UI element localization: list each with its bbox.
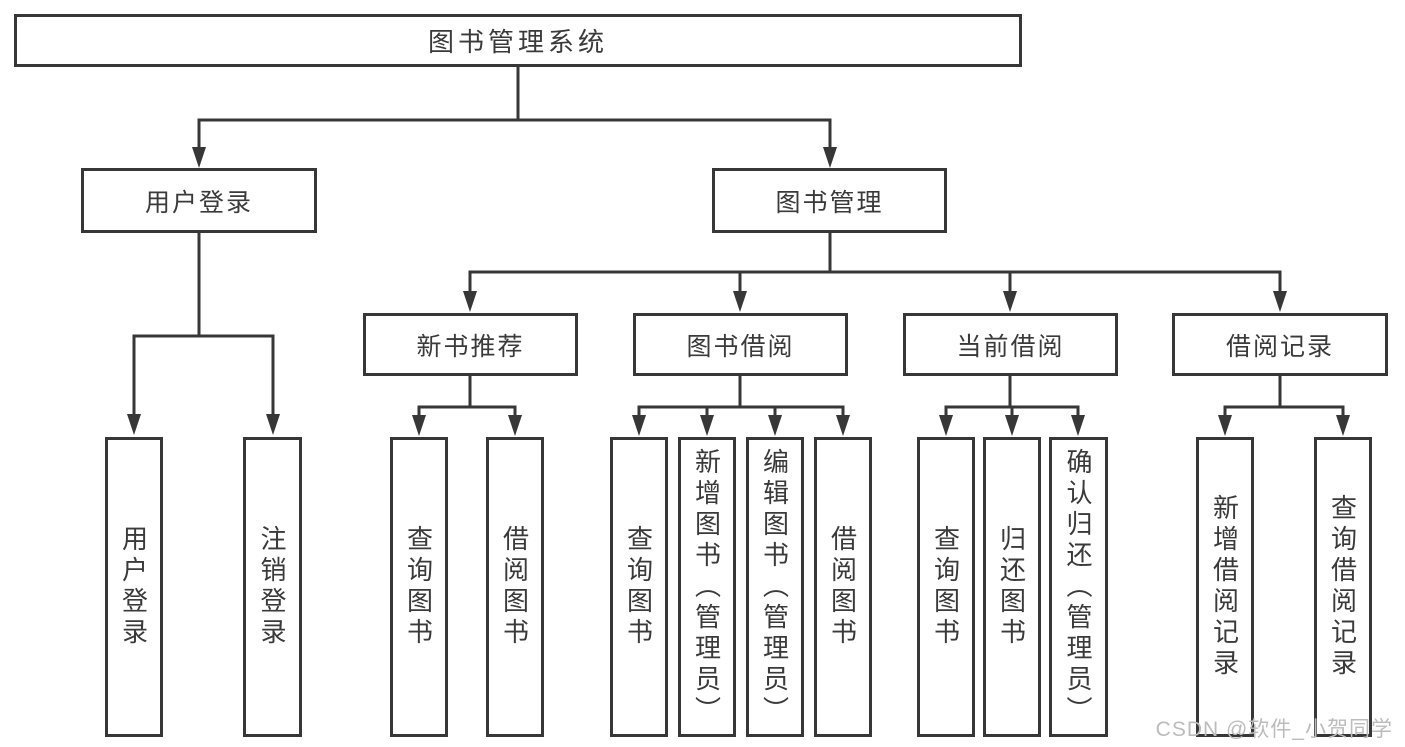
- node-label: 用户登录: [118, 525, 149, 649]
- node-label: 归还图书: [996, 525, 1027, 649]
- leaf-add-borrow-record: 新增借阅记录: [1196, 437, 1254, 737]
- node-label: 用户登录: [144, 188, 253, 217]
- node-label: 查询借阅记录: [1327, 494, 1358, 680]
- node-label: 图书管理: [775, 188, 884, 217]
- node-label: 注销登录: [257, 525, 287, 649]
- node-borrowing-records: 借阅记录: [1172, 313, 1388, 376]
- node-book-borrowing: 图书借阅: [633, 313, 848, 376]
- leaf-return-books: 归还图书: [983, 437, 1041, 737]
- leaf-query-books-borrowing: 查询图书: [610, 437, 668, 737]
- node-library-management-system: 图书管理系统: [14, 14, 1022, 67]
- node-label: 借阅记录: [1225, 332, 1334, 361]
- node-label: 图书管理系统: [427, 27, 608, 57]
- node-label: 借阅图书: [827, 525, 858, 649]
- node-user-login-branch: 用户登录: [81, 168, 317, 233]
- node-new-book-recommendation: 新书推荐: [363, 313, 578, 376]
- leaf-borrow-books-borrowing: 借阅图书: [814, 437, 872, 737]
- node-label: 查询图书: [623, 525, 654, 649]
- node-label: 图书借阅: [686, 332, 795, 361]
- node-label: 查询图书: [403, 525, 434, 649]
- node-label: 新增图书（管理员）: [691, 447, 722, 727]
- leaf-query-books-recommend: 查询图书: [390, 437, 448, 737]
- csdn-watermark: CSDN @软件_小贺同学: [1155, 718, 1393, 741]
- node-current-borrowing: 当前借阅: [903, 313, 1118, 376]
- leaf-edit-books-admin: 编辑图书（管理员）: [746, 437, 804, 737]
- node-book-management-branch: 图书管理: [712, 168, 947, 233]
- node-label: 新增借阅记录: [1209, 494, 1240, 680]
- leaf-query-books-current: 查询图书: [917, 437, 975, 737]
- node-label: 借阅图书: [499, 525, 530, 649]
- leaf-add-books-admin: 新增图书（管理员）: [678, 437, 736, 737]
- node-label: 当前借阅: [956, 332, 1065, 361]
- leaf-borrow-books-recommend: 借阅图书: [486, 437, 544, 737]
- leaf-confirm-return-admin: 确认归还（管理员）: [1049, 437, 1108, 737]
- node-label: 编辑图书（管理员）: [759, 447, 790, 727]
- leaf-user-login: 用户登录: [105, 437, 163, 737]
- node-label: 确认归还（管理员）: [1063, 447, 1093, 727]
- node-label: 查询图书: [930, 525, 961, 649]
- node-label: 新书推荐: [416, 332, 525, 361]
- leaf-query-borrow-record: 查询借阅记录: [1314, 437, 1372, 737]
- leaf-logout: 注销登录: [243, 437, 302, 737]
